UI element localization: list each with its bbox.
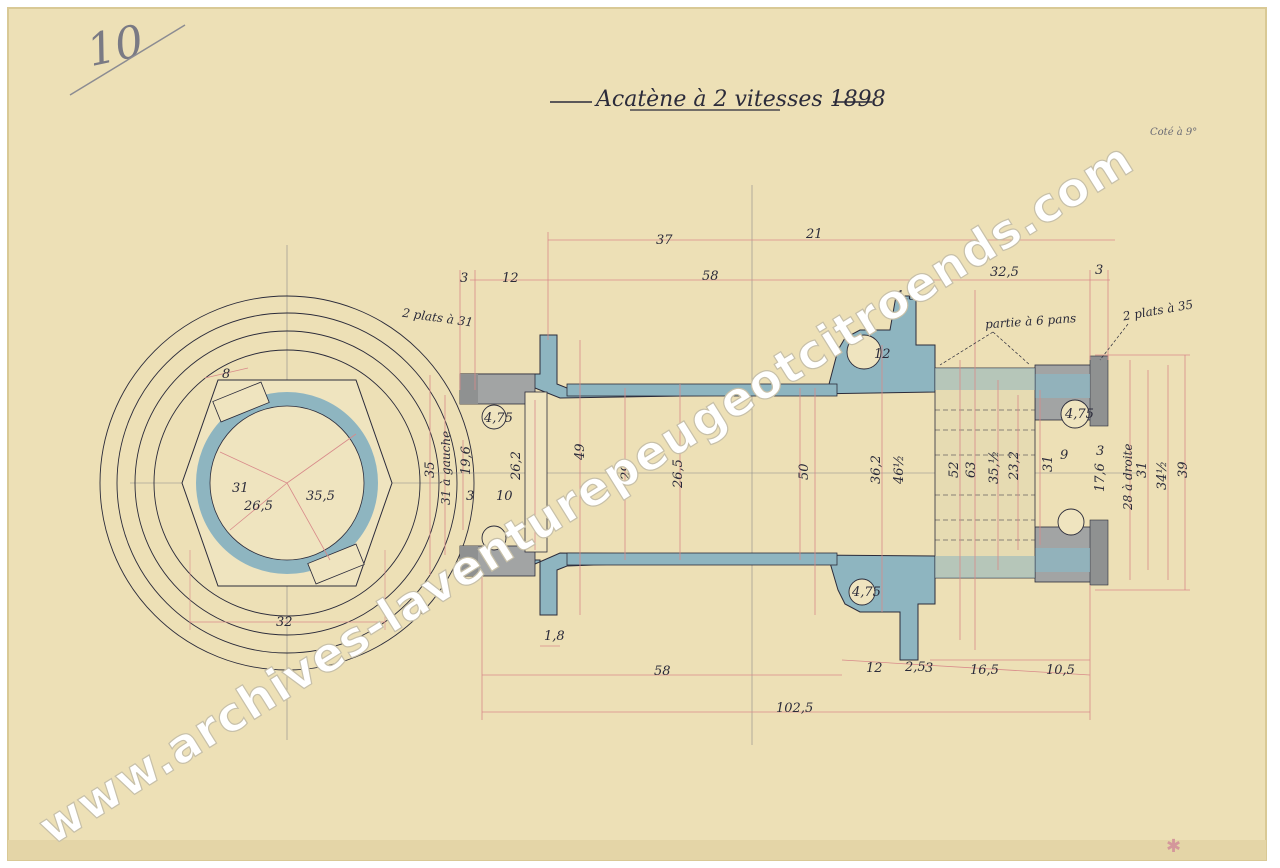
oil-hole-flange-bottom: [848, 578, 876, 606]
dim-16-5: 16,5: [970, 663, 999, 678]
dim-17-6: 17,6: [1093, 463, 1108, 492]
hub-tube-bottom: [566, 552, 838, 566]
bore-ring: [196, 392, 378, 574]
left-bore-bearing: [524, 391, 548, 553]
right-spacer-top: [1035, 374, 1090, 398]
dimension-lines: [429, 232, 1190, 720]
hub-tube-top: [566, 383, 838, 397]
dim-49: 49: [573, 443, 588, 461]
dim-21: 21: [805, 227, 823, 242]
dim-58-bottom: 58: [654, 664, 671, 679]
dim-12-bottom: 12: [866, 661, 883, 676]
end-dim-slot: [204, 367, 249, 379]
drawing-title: Acatène à 2 vitesses 1898: [594, 87, 886, 112]
dim-50: 50: [797, 463, 812, 480]
end-dim-ray-1: [219, 451, 288, 484]
outer-circle-1: [99, 295, 475, 671]
end-dim-8: 8: [222, 367, 230, 382]
dim-31-inner: 31: [1041, 455, 1056, 472]
hex-section-bottom-band: [935, 556, 1035, 578]
key-slot-bottom: [307, 543, 365, 585]
left-nut-face-top: [460, 374, 478, 404]
dim-32-5: 32,5: [990, 265, 1019, 280]
key-slot-top: [212, 381, 270, 423]
left-nut-face-bottom: [460, 546, 478, 576]
dim-63: 63: [964, 461, 979, 478]
dim-4-75-right: 4,75: [1064, 407, 1094, 422]
dim-3-top-right: 3: [1095, 263, 1103, 278]
oil-hole-right-top: [1060, 399, 1090, 429]
dim-10-5: 10,5: [1046, 663, 1075, 678]
section-view: 37 21 3 12 58 32,5 3 1,8 12 4,75 4,75 4,…: [400, 185, 1194, 745]
outer-circle-2: [116, 312, 458, 654]
end-dim-26-5: 26,5: [243, 499, 273, 514]
dim-46-half: 46½: [892, 455, 907, 485]
pencil-stroke: [69, 24, 186, 96]
dim-31-right: 31: [1135, 461, 1150, 478]
leader-right-flats: [1099, 323, 1129, 361]
dim-12-flange: 12: [874, 347, 891, 362]
dim-26-5: 26,5: [671, 459, 686, 489]
end-view: 8 31 26,5 35,5 32: [99, 245, 475, 740]
right-nut-cap-bottom: [1089, 519, 1109, 586]
dim-3-left-inner: 3: [466, 489, 474, 504]
dim-3-right-inner: 3: [1096, 444, 1104, 459]
red-stamp: ✱: [1166, 836, 1181, 857]
dim-52: 52: [947, 461, 962, 478]
dim-9: 9: [1060, 448, 1068, 463]
dim-4-75-flange: 4,75: [851, 585, 881, 600]
dim-3-bottom: 3: [925, 661, 933, 676]
end-dim-ray-4: [229, 482, 288, 531]
dim-36-2: 36,2: [869, 455, 884, 484]
end-dim-35-5: 35,5: [306, 489, 335, 504]
dim-3-top-left: 3: [460, 271, 468, 286]
dim-39: 39: [1176, 461, 1191, 478]
corner-note: Coté à 9°: [1150, 127, 1197, 138]
note-hex-part: partie à 6 pans: [985, 311, 1077, 331]
dim-10: 10: [496, 489, 513, 504]
dim-35: 35: [423, 461, 438, 478]
end-dim-ray-3: [286, 482, 331, 561]
dim-1-8-bottom: 1,8: [544, 629, 565, 644]
outer-circle-3: [134, 330, 440, 636]
leader-hex-2: [992, 331, 1031, 366]
dim-4-75-left: 4,75: [483, 411, 513, 426]
dim-26-2: 26,2: [509, 451, 524, 481]
note-left-thread: 31 à gauche: [439, 431, 453, 505]
oil-hole-left-bottom: [481, 525, 507, 551]
dim-2-5: 2,5: [904, 660, 926, 675]
note-right-thread: 28 à droite: [1121, 444, 1135, 511]
dim-23-2: 23,2: [1007, 451, 1022, 481]
outer-circle-4: [153, 349, 421, 617]
dim-34-half: 34½: [1155, 461, 1170, 490]
dim-1-8-top: 1,8: [896, 289, 917, 304]
right-spacer-bottom: [1035, 548, 1090, 572]
dim-37: 37: [656, 233, 673, 248]
paper-shadow: [8, 840, 1266, 860]
dim-12-top: 12: [502, 271, 519, 286]
end-dim-32: 32: [276, 615, 293, 630]
end-dim-ray-2: [286, 433, 357, 484]
end-dim-31: 31: [232, 481, 249, 496]
oil-hole-left-top: [481, 404, 507, 430]
hex-section-top-band: [935, 368, 1035, 390]
leader-hex-1: [939, 331, 994, 366]
oil-hole-right-bottom: [1057, 508, 1085, 536]
oil-hole-flange-top: [846, 334, 882, 370]
dim-19-6: 19,6: [459, 446, 474, 475]
dim-58-top: 58: [702, 269, 719, 284]
dim-35-half: 35,½: [987, 451, 1002, 484]
dim-102-5: 102,5: [776, 701, 813, 716]
dim-29: 29: [619, 463, 634, 481]
